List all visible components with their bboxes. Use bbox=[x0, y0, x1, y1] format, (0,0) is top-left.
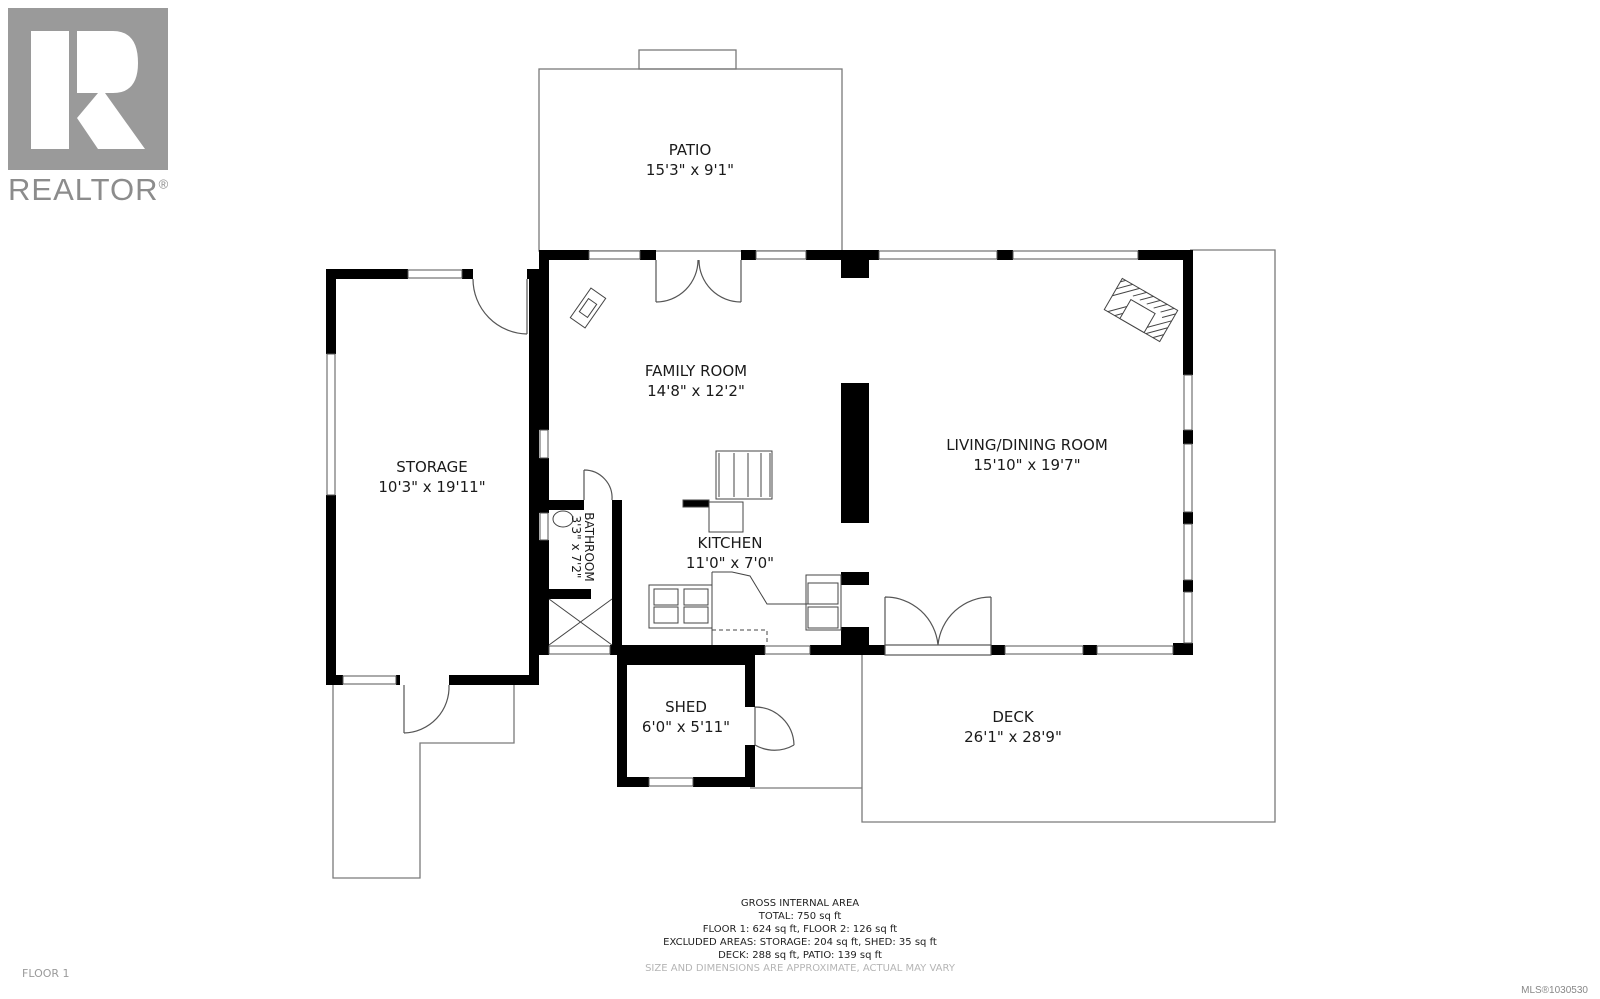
area-disclaimer: SIZE AND DIMENSIONS ARE APPROXIMATE, ACT… bbox=[645, 963, 955, 974]
bathroom-name: BATHROOM bbox=[582, 512, 596, 581]
deck-name: DECK bbox=[992, 708, 1035, 726]
deck-dims: 26'1" x 28'9" bbox=[964, 728, 1062, 746]
mls-number: MLS®1030530 bbox=[1521, 985, 1588, 996]
toilet-icon bbox=[552, 510, 574, 528]
area-excluded: EXCLUDED AREAS: STORAGE: 204 sq ft, SHED… bbox=[663, 937, 937, 948]
deck-outline bbox=[861, 249, 1276, 823]
room-labels: PATIO 15'3" x 9'1" FAMILY ROOM 14'8" x 1… bbox=[378, 141, 1107, 746]
walkway-outline bbox=[332, 684, 515, 879]
area-title: GROSS INTERNAL AREA bbox=[740, 898, 860, 909]
realtor-wordmark: REALTOR® bbox=[8, 172, 170, 207]
patio-dims: 15'3" x 9'1" bbox=[646, 161, 734, 179]
patio-outline bbox=[538, 68, 843, 252]
kitchen-name: KITCHEN bbox=[698, 534, 763, 552]
realtor-r-icon bbox=[8, 8, 168, 170]
family-room-name: FAMILY ROOM bbox=[645, 362, 747, 380]
windows bbox=[326, 250, 1193, 787]
patio-name: PATIO bbox=[669, 141, 712, 159]
doors bbox=[403, 259, 992, 751]
shed-name: SHED bbox=[665, 698, 707, 716]
kitchen-dims: 11'0" x 7'0" bbox=[686, 554, 774, 572]
walls bbox=[326, 250, 1193, 787]
bathroom-dims: 3'3" x 7'2" bbox=[569, 516, 583, 579]
storage-name: STORAGE bbox=[396, 458, 467, 476]
gross-internal-area: GROSS INTERNAL AREA TOTAL: 750 sq ft FLO… bbox=[600, 897, 1000, 975]
fireplace-icon bbox=[569, 287, 607, 329]
stairs-icon bbox=[715, 450, 773, 500]
floor-label: FLOOR 1 bbox=[22, 967, 70, 980]
outdoor-outlines bbox=[332, 49, 1276, 879]
area-total: TOTAL: 750 sq ft bbox=[758, 911, 842, 922]
living-dining-name: LIVING/DINING ROOM bbox=[946, 436, 1108, 454]
family-room-dims: 14'8" x 12'2" bbox=[647, 382, 745, 400]
area-floors: FLOOR 1: 624 sq ft, FLOOR 2: 126 sq ft bbox=[702, 924, 898, 935]
fixtures bbox=[548, 277, 1179, 646]
sink-icon bbox=[805, 574, 842, 631]
realtor-logo: REALTOR® bbox=[8, 8, 168, 208]
counter bbox=[711, 571, 812, 645]
shed-dims: 6'0" x 5'11" bbox=[642, 718, 730, 736]
area-outdoor: DECK: 288 sq ft, PATIO: 139 sq ft bbox=[718, 950, 882, 961]
storage-dims: 10'3" x 19'11" bbox=[378, 478, 485, 496]
living-dining-dims: 15'10" x 19'7" bbox=[973, 456, 1080, 474]
patio-step bbox=[638, 49, 737, 70]
fireplace-icon bbox=[1103, 277, 1179, 343]
shower-icon bbox=[548, 598, 613, 646]
